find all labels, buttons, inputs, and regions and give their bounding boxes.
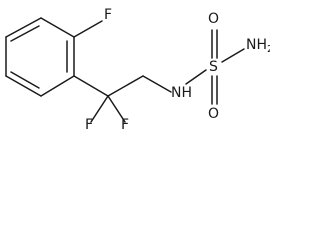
atom-labels: F F F NH S O O NH2 — [85, 7, 270, 132]
atom-f-cf2-left: F — [85, 117, 93, 132]
atom-nh2-subscript: 2 — [267, 44, 270, 55]
ring-bond-bottom-right — [40, 75, 75, 97]
atom-nh2-main: NH — [246, 37, 267, 53]
bond-cf2-ch2 — [107, 75, 144, 97]
ring-bond-bottom-left-inner — [10, 71, 40, 89]
bond-ch2-nh — [142, 75, 172, 93]
ring-bond-bottom-left — [5, 75, 42, 97]
bond-cf2-f-left — [90, 95, 109, 123]
bond-nh-s — [185, 69, 207, 85]
atom-o-bottom: O — [208, 106, 219, 122]
bond-s-nh2 — [221, 48, 245, 63]
atom-o-top: O — [208, 11, 219, 27]
ring-bond-top — [5, 17, 42, 38]
bond-aryl-f — [73, 20, 103, 38]
chemical-structure: F F F NH S O O NH2 — [5, 7, 270, 132]
atom-nh: NH — [171, 85, 192, 101]
ring-bond-top-right — [40, 17, 75, 38]
bond-cf2-f-right — [107, 95, 126, 123]
atom-f-cf2-right: F — [121, 117, 129, 132]
ring-bond-top-inner — [10, 25, 40, 42]
bond-aryl-cf2 — [73, 75, 109, 97]
atom-s: S — [209, 59, 218, 75]
atom-nh2: NH2 — [246, 37, 270, 55]
bonds — [5, 17, 245, 123]
atom-f-aryl: F — [104, 7, 112, 23]
